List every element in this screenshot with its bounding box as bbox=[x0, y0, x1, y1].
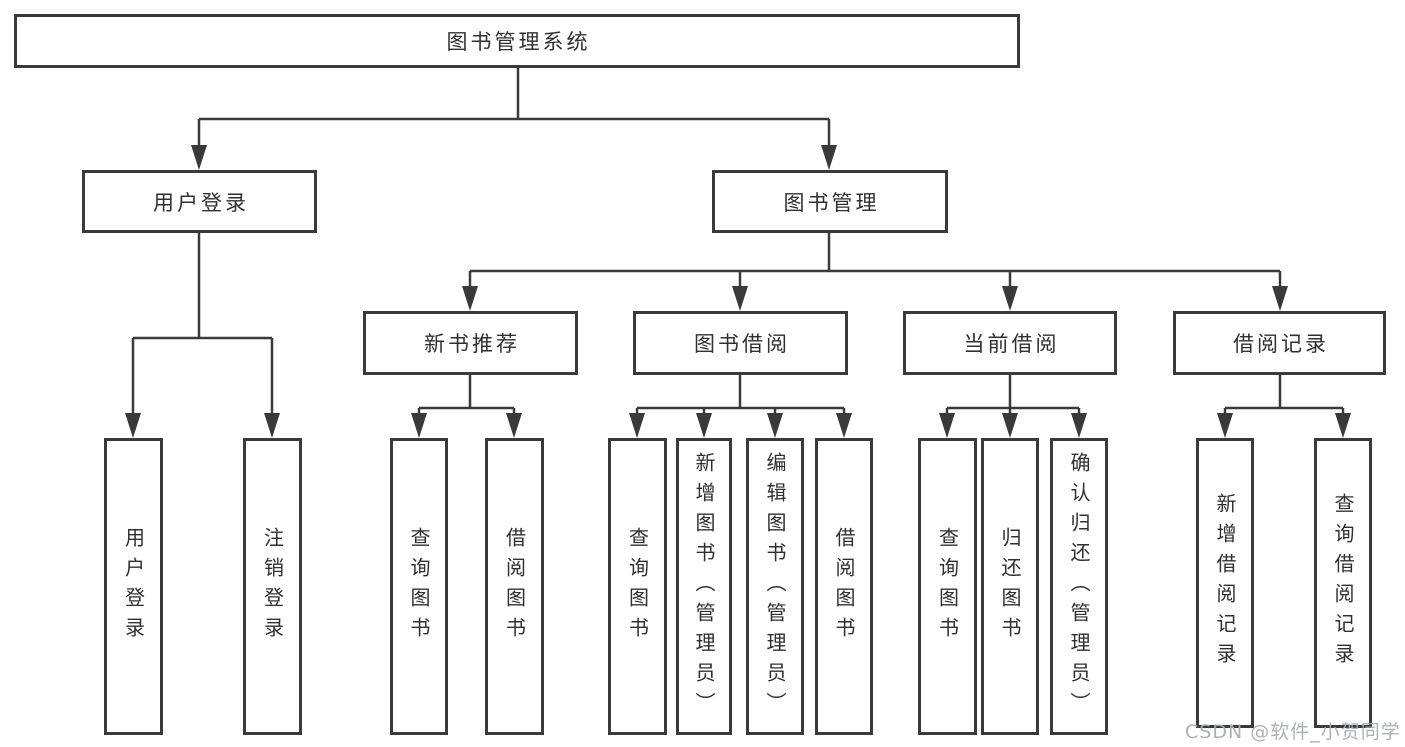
node-label: 新增图书（管理员） bbox=[692, 451, 716, 722]
node-new-book-recommendation: 新书推荐 bbox=[363, 311, 578, 375]
leaf-user-login: 用户登录 bbox=[104, 438, 163, 735]
node-label: 确认归还（管理员） bbox=[1067, 451, 1091, 722]
node-label: 查询图书 bbox=[407, 526, 431, 647]
node-label: 查询图书 bbox=[625, 526, 650, 647]
leaf-query-books-borrowing: 查询图书 bbox=[608, 438, 667, 735]
node-label: 图书管理 bbox=[783, 190, 880, 215]
node-label: 借阅图书 bbox=[832, 526, 856, 647]
node-label: 用户登录 bbox=[153, 190, 249, 215]
node-label: 图书借阅 bbox=[694, 332, 790, 356]
node-label: 查询图书 bbox=[935, 526, 960, 647]
leaf-add-books-admin: 新增图书（管理员） bbox=[676, 438, 732, 735]
csdn-watermark: CSDN @软件_小贺同学 bbox=[1185, 721, 1401, 743]
leaf-borrow-books: 借阅图书 bbox=[815, 438, 873, 735]
node-current-borrowing: 当前借阅 bbox=[903, 311, 1117, 375]
leaf-return-books: 归还图书 bbox=[981, 438, 1039, 735]
node-label: 当前借阅 bbox=[963, 332, 1060, 356]
node-label: 编辑图书（管理员） bbox=[763, 451, 787, 722]
node-label: 查询借阅记录 bbox=[1331, 493, 1355, 673]
leaf-query-books-recommend: 查询图书 bbox=[390, 438, 448, 735]
node-user-login: 用户登录 bbox=[82, 170, 317, 233]
node-label: 借阅图书 bbox=[502, 526, 527, 647]
node-label: 新书推荐 bbox=[424, 332, 520, 356]
leaf-query-books-current: 查询图书 bbox=[918, 438, 977, 735]
leaf-edit-books-admin: 编辑图书（管理员） bbox=[746, 438, 804, 735]
node-label: 图书管理系统 bbox=[446, 30, 591, 54]
node-root-library-management-system: 图书管理系统 bbox=[14, 14, 1020, 68]
leaf-borrow-books-recommend: 借阅图书 bbox=[485, 438, 544, 735]
leaf-add-borrowing-record: 新增借阅记录 bbox=[1196, 438, 1254, 728]
leaf-logout: 注销登录 bbox=[243, 438, 302, 735]
node-label: 新增借阅记录 bbox=[1213, 493, 1237, 673]
node-label: 借阅记录 bbox=[1233, 332, 1329, 356]
leaf-query-borrowing-record: 查询借阅记录 bbox=[1314, 438, 1372, 728]
node-book-management: 图书管理 bbox=[712, 170, 948, 233]
node-book-borrowing: 图书借阅 bbox=[633, 311, 848, 375]
node-label: 归还图书 bbox=[998, 526, 1022, 647]
node-borrowing-records: 借阅记录 bbox=[1173, 311, 1386, 375]
node-label: 注销登录 bbox=[260, 526, 285, 647]
node-label: 用户登录 bbox=[121, 526, 146, 647]
leaf-confirm-return-admin: 确认归还（管理员） bbox=[1050, 438, 1108, 735]
